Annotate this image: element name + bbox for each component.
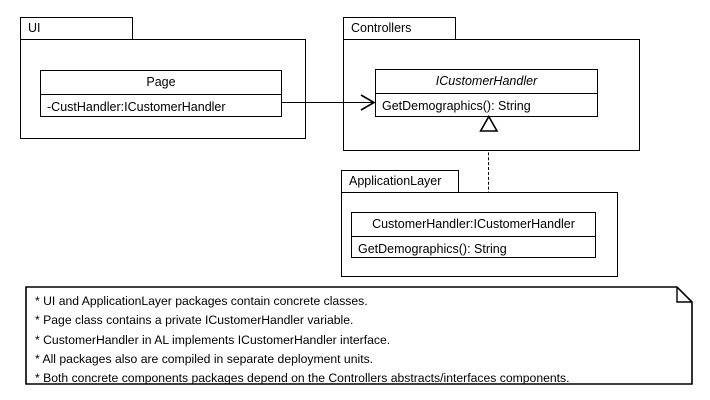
note-line-2: * Page class contains a private ICustome… <box>35 313 354 328</box>
note-line-3: * CustomerHandler in AL implements ICust… <box>35 332 391 347</box>
class-operation-getdemographics-interface: GetDemographics(): String <box>382 98 531 113</box>
package-tab-label-controllers: Controllers <box>351 21 412 36</box>
package-tab-controllers[interactable]: Controllers <box>343 17 456 40</box>
class-member-page-custhandler: -CustHandler:ICustomerHandler <box>47 99 226 114</box>
class-box-customerhandler[interactable]: CustomerHandler:ICustomerHandler GetDemo… <box>351 212 596 258</box>
class-box-icustomerhandler[interactable]: ICustomerHandler GetDemographics(): Stri… <box>375 69 598 117</box>
realization-dashed-line <box>488 128 489 214</box>
note-line-5: * Both concrete components packages depe… <box>35 371 570 386</box>
package-tab-applicationlayer[interactable]: ApplicationLayer <box>341 170 459 193</box>
note-line-4: * All packages also are compiled in sepa… <box>35 351 374 366</box>
note-shape <box>25 286 693 385</box>
note-line-1: * UI and ApplicationLayer packages conta… <box>35 294 368 308</box>
class-name-customerhandler: CustomerHandler:ICustomerHandler <box>352 213 595 237</box>
package-tab-label-ui: UI <box>28 21 41 36</box>
note-text-block: * UI and ApplicationLayer packages conta… <box>35 292 570 388</box>
package-tab-ui[interactable]: UI <box>20 17 133 40</box>
package-tab-label-applicationlayer: ApplicationLayer <box>349 174 442 189</box>
association-line-page-to-interface <box>281 102 375 103</box>
class-operation-getdemographics-impl: GetDemographics(): String <box>358 241 507 256</box>
open-arrowhead-icon <box>360 94 376 111</box>
class-name-icustomerhandler: ICustomerHandler <box>376 70 597 94</box>
diagram-note[interactable]: * UI and ApplicationLayer packages conta… <box>25 286 693 385</box>
class-box-page[interactable]: Page -CustHandler:ICustomerHandler <box>40 70 282 117</box>
class-name-page: Page <box>41 71 281 95</box>
hollow-triangle-arrowhead-icon <box>479 115 499 132</box>
